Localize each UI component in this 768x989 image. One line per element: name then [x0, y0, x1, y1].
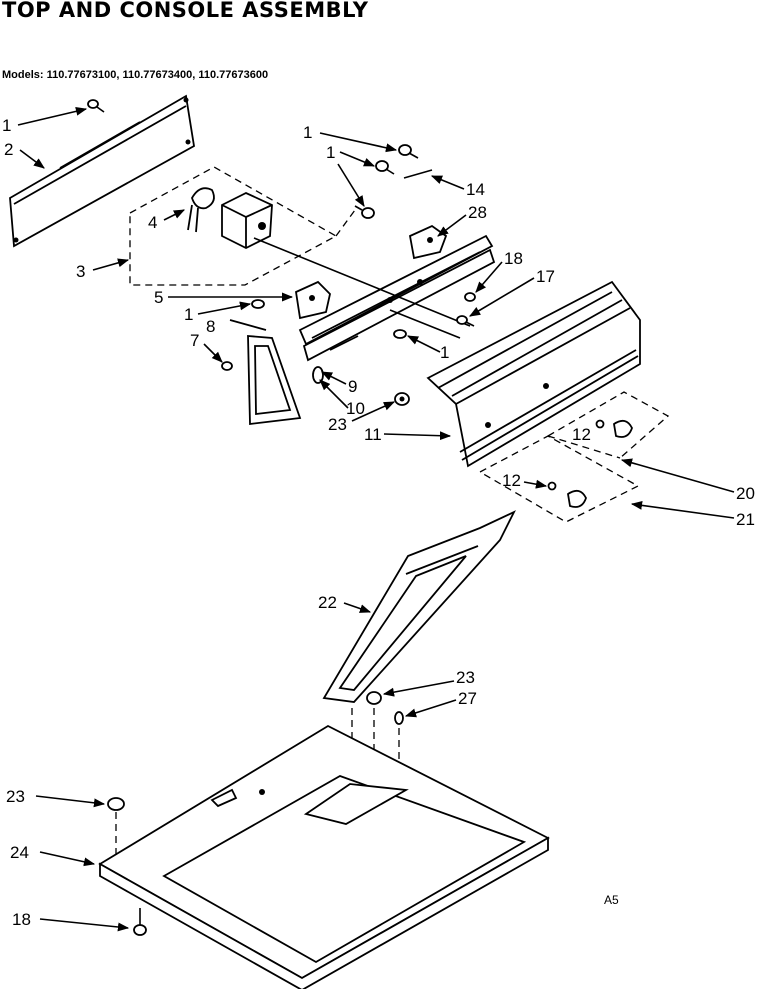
- callout-23: 23: [6, 787, 25, 806]
- callout-21: 21: [736, 510, 755, 529]
- part-22-panel-cover: [322, 510, 516, 703]
- part-3-timer-group: [129, 166, 356, 286]
- page-title: TOP AND CONSOLE ASSEMBLY: [2, 0, 369, 22]
- callout-23: 23: [328, 415, 347, 434]
- callout-8: 8: [206, 317, 215, 336]
- part-24-top: [98, 724, 550, 989]
- part-4-wire-clip: [187, 187, 215, 233]
- callout-1: 1: [326, 143, 335, 162]
- part-2-rear-panel: [9, 94, 195, 248]
- callout-5: 5: [154, 288, 163, 307]
- part-21-knob-group: [478, 435, 640, 523]
- leader-lines: [17, 106, 735, 932]
- callout-28: 28: [468, 203, 487, 222]
- part-1-screw-c: [375, 160, 395, 175]
- part-1-screw-b: [398, 144, 419, 159]
- callout-labels: 1 2 4 3 1 1 14 28 18 17 5 1 8 7 1 9 10 2…: [2, 116, 755, 929]
- callout-24: 24: [10, 843, 29, 862]
- part-28-switch: [408, 224, 448, 260]
- part-1-screw-e: [251, 299, 265, 309]
- callout-1: 1: [184, 305, 193, 324]
- part-7-clip: [221, 361, 233, 371]
- callout-2: 2: [4, 140, 13, 159]
- callout-9: 9: [348, 377, 357, 396]
- part-8-window-frame: [229, 319, 302, 426]
- part-18-screw-a: [464, 292, 476, 302]
- part-11-console: [426, 280, 641, 468]
- callout-20: 20: [736, 484, 755, 503]
- callout-14: 14: [466, 180, 485, 199]
- callout-10: 10: [346, 399, 365, 418]
- part-27-screw: [394, 711, 404, 725]
- callout-22: 22: [318, 593, 337, 612]
- callout-18: 18: [504, 249, 523, 268]
- watermark-text: A5: [604, 893, 619, 907]
- part-5-switch: [295, 280, 331, 320]
- callout-1: 1: [2, 116, 11, 135]
- part-23-bumper-a: [394, 392, 410, 406]
- callout-11: 11: [364, 425, 382, 444]
- callout-12: 12: [502, 471, 521, 490]
- part-1-screw-a: [87, 99, 105, 113]
- callout-4: 4: [148, 213, 157, 232]
- callout-23: 23: [456, 668, 475, 687]
- callout-17: 17: [536, 267, 555, 286]
- callout-1: 1: [303, 123, 312, 142]
- callout-1: 1: [440, 343, 449, 362]
- part-18-screw-b: [133, 908, 147, 936]
- callout-3: 3: [76, 262, 85, 281]
- part-23-bumper-b: [366, 691, 382, 705]
- part-1-screw-d: [354, 205, 375, 219]
- callout-18: 18: [12, 910, 31, 929]
- part-23-bumper-c: [107, 797, 125, 811]
- part-20-knob-group: [547, 391, 670, 459]
- part-1-screw-f: [393, 329, 407, 339]
- part-17-screw: [456, 315, 475, 327]
- callout-7: 7: [190, 331, 199, 350]
- callout-27: 27: [458, 689, 477, 708]
- callout-12: 12: [572, 425, 591, 444]
- models-line: Models: 110.77673100, 110.77673400, 110.…: [2, 69, 269, 81]
- timer-motor-block: [221, 192, 273, 250]
